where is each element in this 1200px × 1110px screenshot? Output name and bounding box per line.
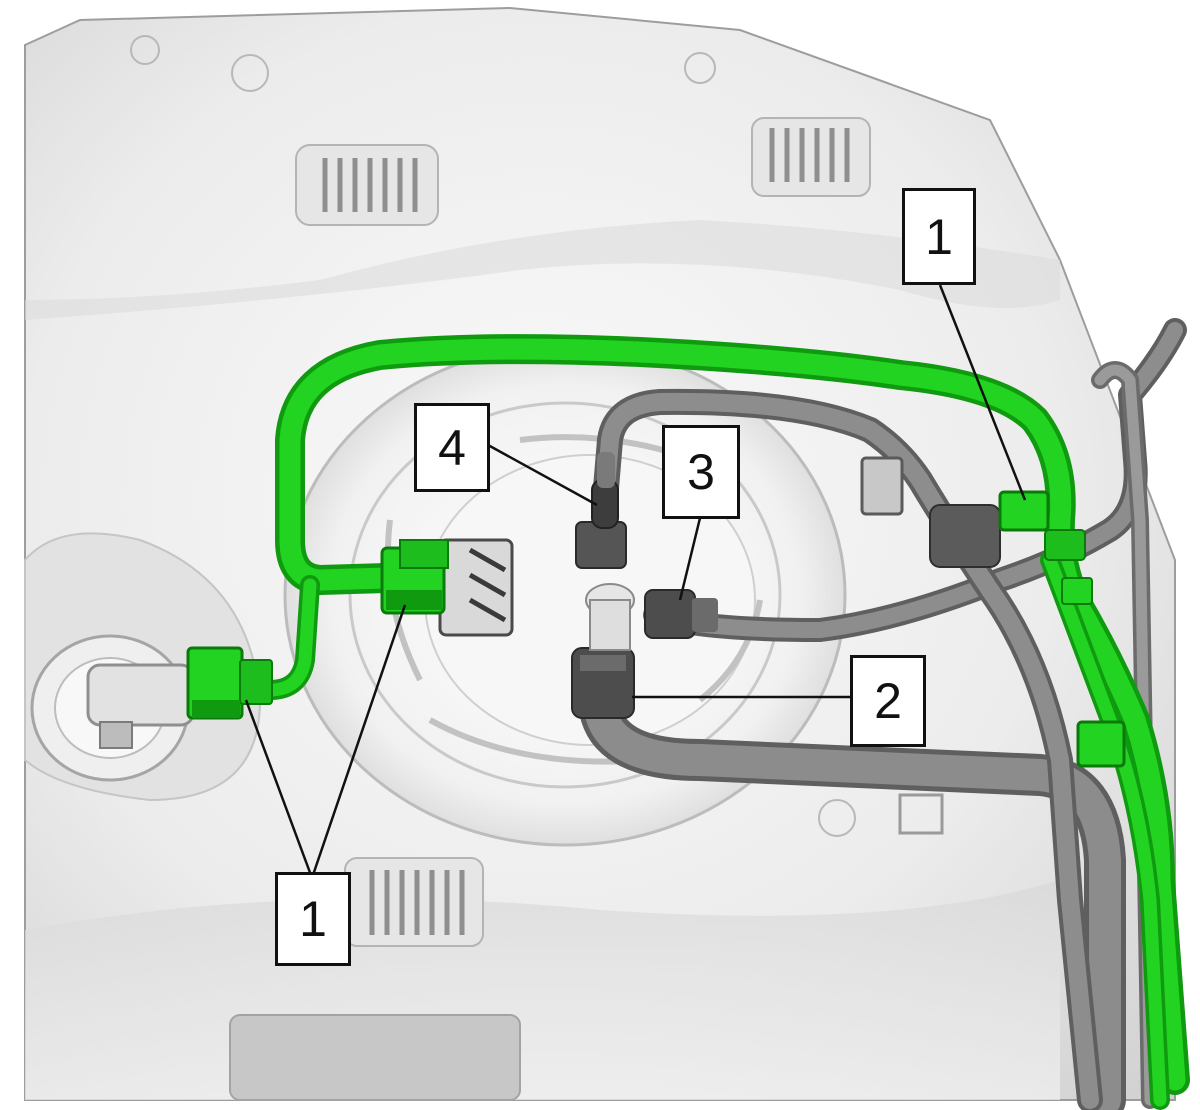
pump-electrical-housing: [438, 538, 514, 637]
fuel-feed-fitting: [571, 583, 635, 719]
callout-leader-lines: [244, 284, 1027, 879]
vent-grille-top-left: [295, 144, 439, 226]
vent-grille-top-right: [751, 117, 871, 197]
vent-line-connector: [575, 452, 627, 569]
leader-1-bottom-left-b: [310, 604, 407, 879]
leader-4: [487, 443, 598, 507]
harness-connector-right: [998, 490, 1126, 768]
callout-2: 2: [850, 655, 926, 747]
vent-grille-bottom: [344, 857, 484, 947]
leader-1-bottom-left-a: [244, 699, 314, 879]
leader-1-top-right: [938, 284, 1027, 501]
callout-1-bottom-left: 1: [275, 872, 351, 966]
fuel-level-sensor: [30, 634, 195, 782]
callout-1-top-right: 1: [902, 188, 976, 285]
callout-4: 4: [414, 403, 490, 492]
leader-3: [678, 517, 702, 601]
harness-connector-pump: [380, 539, 449, 615]
vapor-line-connector: [644, 589, 718, 639]
vapor-line-quick-connect: [860, 456, 1001, 568]
harness-connector-left: [186, 646, 273, 720]
callout-3: 3: [662, 425, 740, 519]
fuel-hoses: [579, 318, 1187, 1110]
